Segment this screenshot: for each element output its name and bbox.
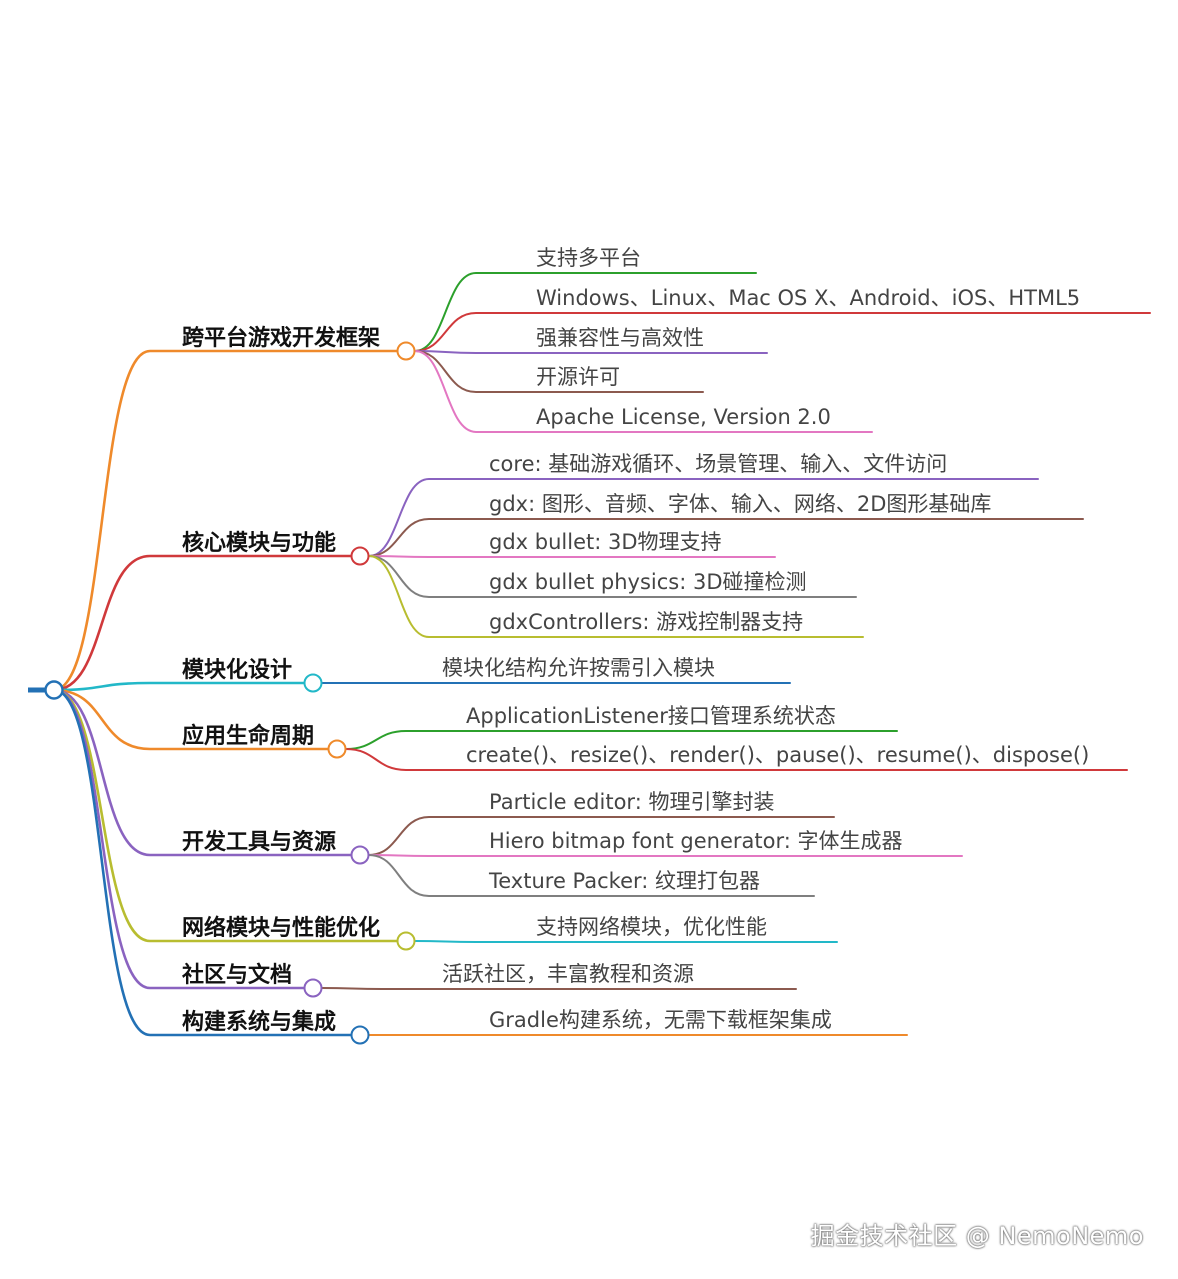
branch-connector xyxy=(52,681,306,692)
leaf-label: gdx bullet: 3D物理支持 xyxy=(489,530,722,554)
leaf-label: gdxControllers: 游戏控制器支持 xyxy=(489,610,803,634)
leaf-connector xyxy=(368,854,963,857)
branch-node xyxy=(327,739,347,759)
leaf-connector xyxy=(368,555,857,598)
leaf-connector xyxy=(414,940,838,943)
leaf-label: 活跃社区，丰富教程和资源 xyxy=(442,962,694,986)
leaf-label: Windows、Linux、Mac OS X、Android、iOS、HTML5 xyxy=(536,286,1080,310)
leaf-label: core: 基础游戏循环、场景管理、输入、文件访问 xyxy=(489,452,947,476)
branch-node xyxy=(396,341,416,361)
leaf-label: Particle editor: 物理引擎封装 xyxy=(489,790,774,814)
leaf-label: Hiero bitmap font generator: 字体生成器 xyxy=(489,829,903,853)
leaf-label: gdx: 图形、音频、字体、输入、网络、2D图形基础库 xyxy=(489,492,991,516)
leaf-connector xyxy=(368,478,1039,557)
branch-node xyxy=(303,978,323,998)
branch-label: 开发工具与资源 xyxy=(182,829,336,855)
branch-node xyxy=(350,546,370,566)
branch-label: 社区与文档 xyxy=(182,962,292,988)
branch-node xyxy=(350,1025,370,1045)
leaf-label: 支持网络模块，优化性能 xyxy=(536,915,767,939)
branch-label: 模块化设计 xyxy=(182,657,292,683)
leaf-connector xyxy=(368,518,1084,557)
leaf-label: Apache License, Version 2.0 xyxy=(536,405,831,429)
leaf-label: 开源许可 xyxy=(536,365,620,389)
leaf-connector xyxy=(414,350,704,393)
branch-node xyxy=(396,931,416,951)
leaf-label: 支持多平台 xyxy=(536,246,641,270)
leaf-connector xyxy=(368,816,835,856)
leaf-connector xyxy=(368,555,864,638)
branch-connector xyxy=(52,688,353,1037)
branch-label: 网络模块与性能优化 xyxy=(182,915,380,941)
root-node xyxy=(44,680,64,700)
branch-label: 跨平台游戏开发框架 xyxy=(182,325,380,351)
branch-connector xyxy=(52,349,399,692)
leaf-connector xyxy=(321,987,797,990)
leaf-connector xyxy=(345,730,898,750)
branch-label: 核心模块与功能 xyxy=(182,530,336,556)
branch-connector xyxy=(52,688,353,857)
leaf-connector xyxy=(345,748,1128,771)
leaf-label: 模块化结构允许按需引入模块 xyxy=(442,656,715,680)
leaf-label: 强兼容性与高效性 xyxy=(536,326,704,350)
branch-label: 构建系统与集成 xyxy=(182,1009,336,1035)
leaf-label: create()、resize()、render()、pause()、resum… xyxy=(466,743,1089,767)
leaf-label: Texture Packer: 纹理打包器 xyxy=(488,869,760,893)
branch-node xyxy=(350,845,370,865)
leaf-connector xyxy=(414,350,768,354)
branch-node xyxy=(303,673,323,693)
branch-label: 应用生命周期 xyxy=(182,723,314,749)
leaf-label: ApplicationListener接口管理系统状态 xyxy=(466,704,836,728)
leaf-connector xyxy=(368,555,776,558)
branch-connector xyxy=(52,688,330,751)
leaf-label: gdx bullet physics: 3D碰撞检测 xyxy=(489,570,807,594)
leaf-connector xyxy=(414,272,757,352)
branch-connector xyxy=(52,554,353,692)
leaf-connector xyxy=(414,312,1151,352)
leaf-label: Gradle构建系统，无需下载框架集成 xyxy=(489,1008,832,1032)
leaf-connector xyxy=(414,350,873,433)
leaf-connector xyxy=(368,854,815,897)
watermark: 掘金技术社区 @ NemoNemo xyxy=(810,1222,1144,1250)
